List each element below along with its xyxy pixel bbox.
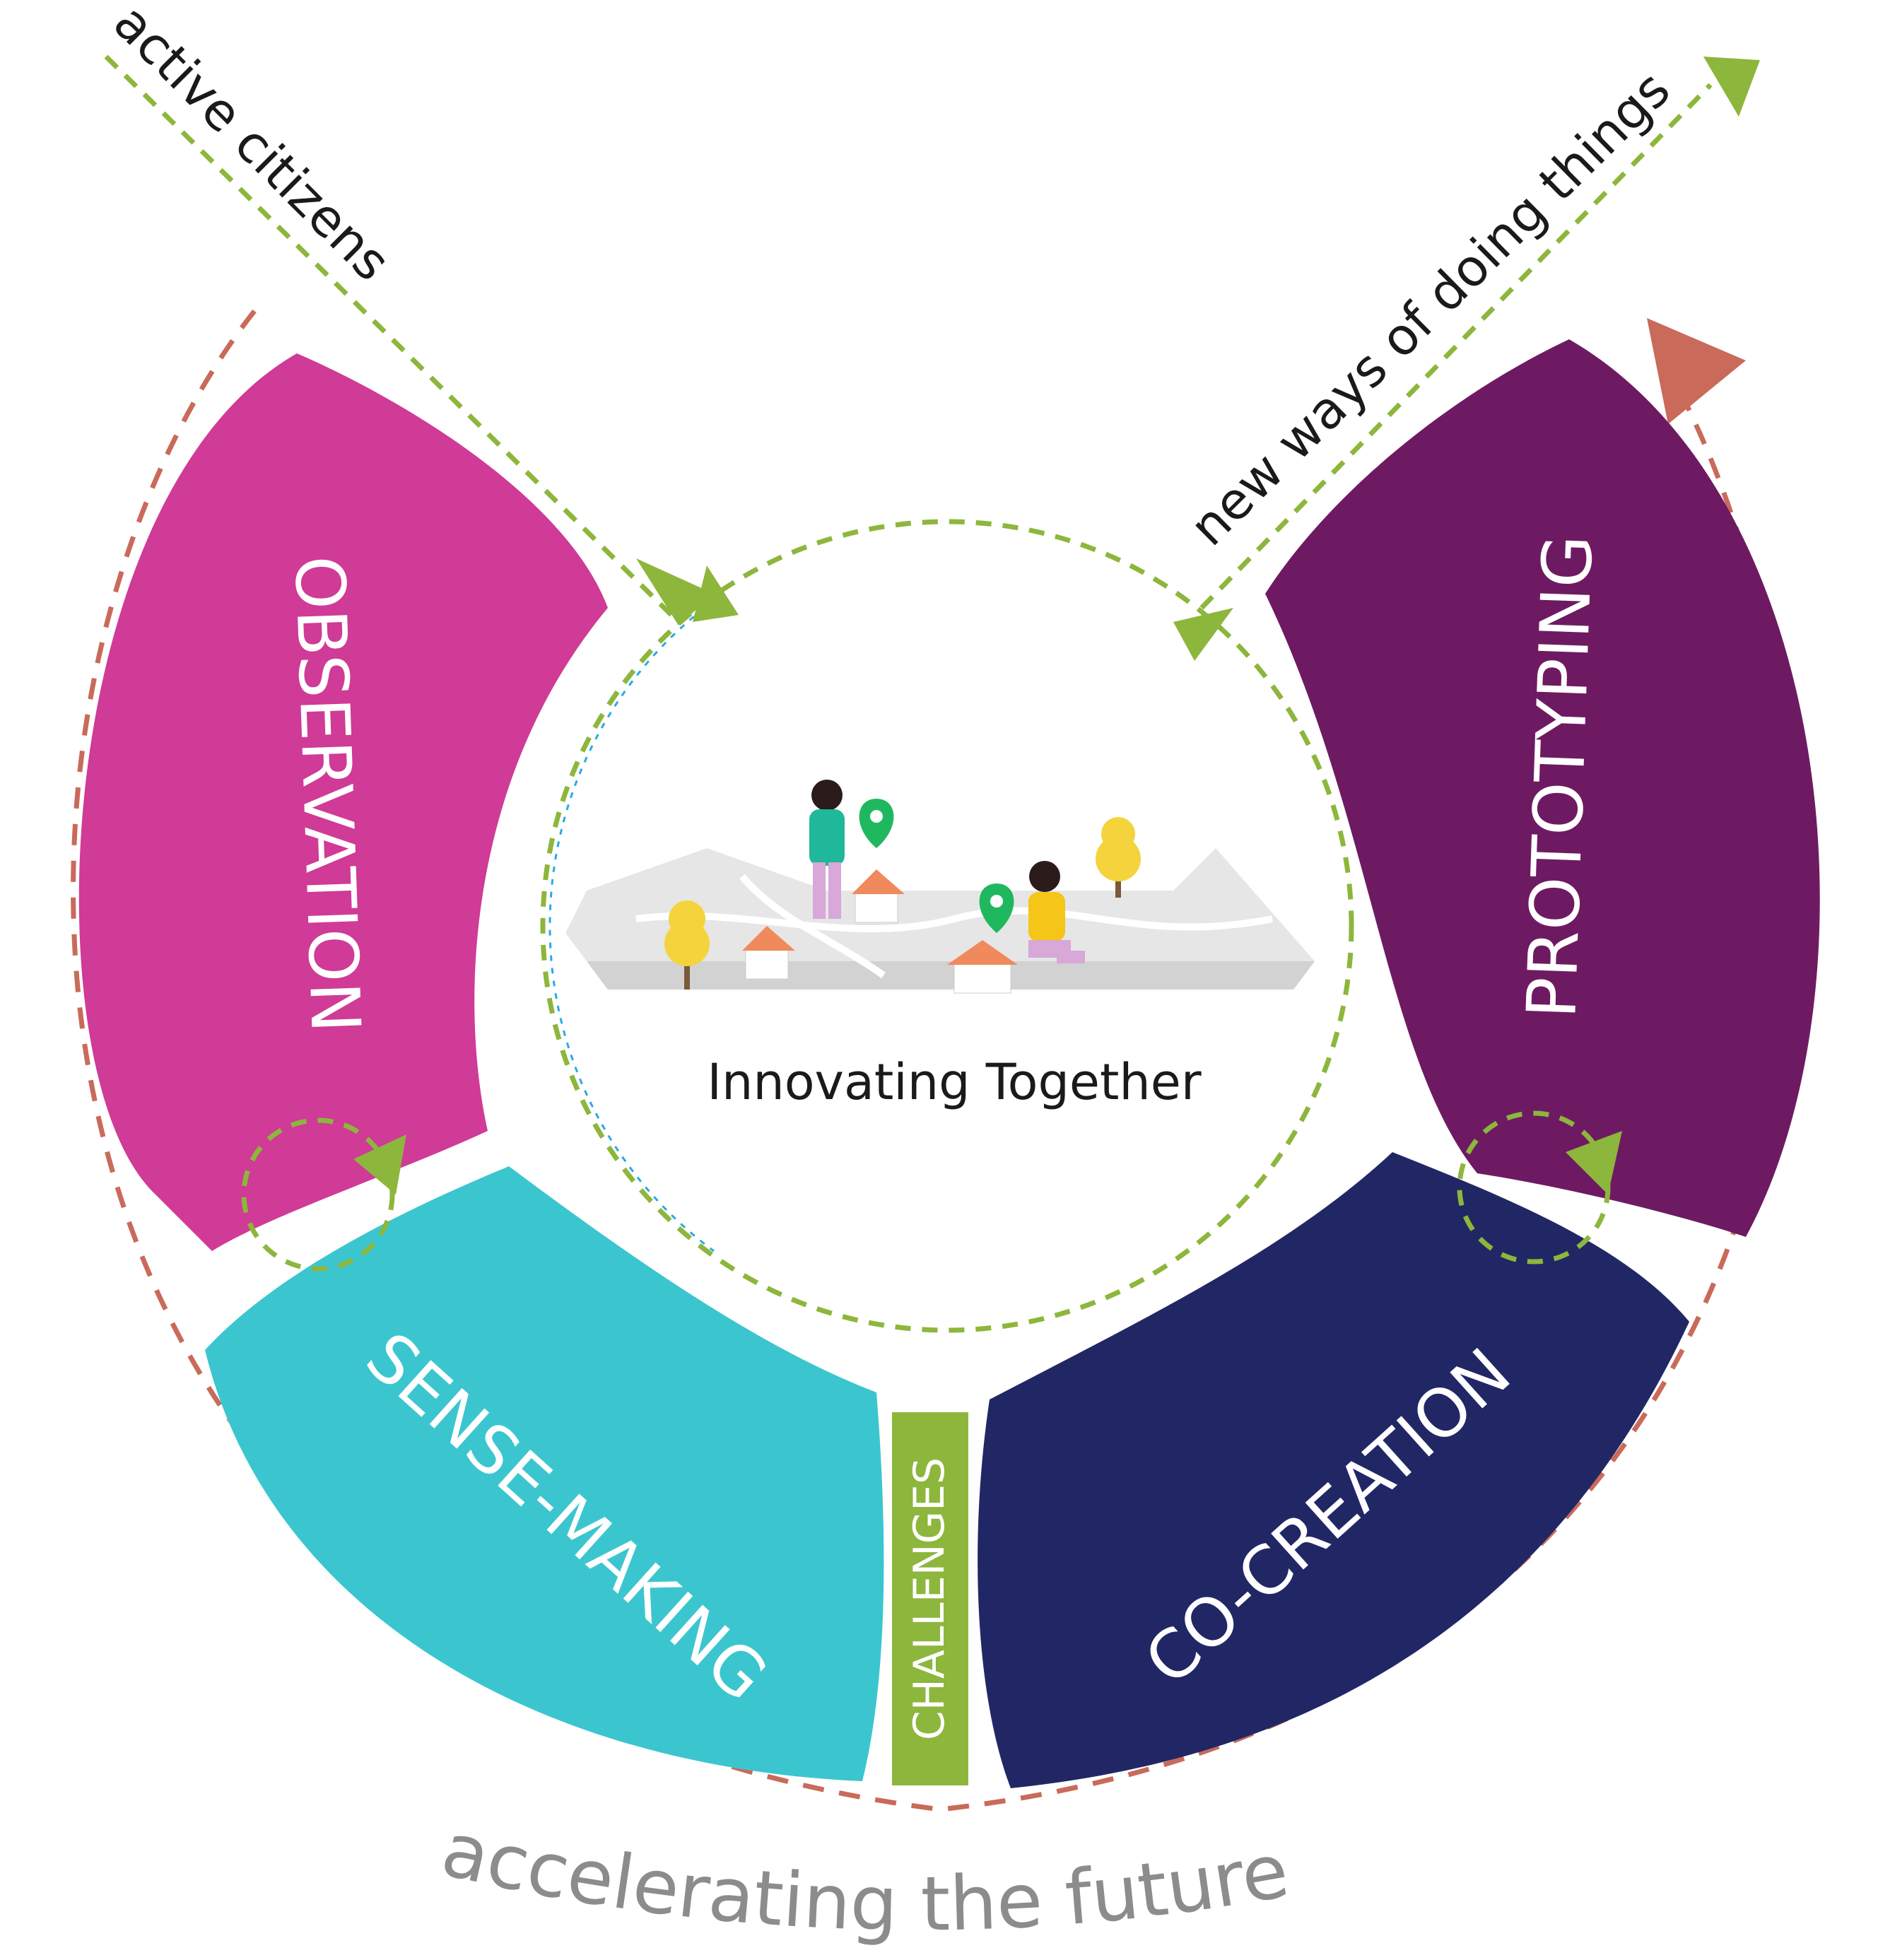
challenges-bar	[892, 1412, 968, 1785]
loop-left-arrow-icon	[353, 1134, 406, 1195]
house-icon	[947, 940, 1018, 994]
output-flow-line	[1199, 83, 1713, 610]
input-flow-label: active citizens	[102, 0, 401, 292]
center-title: Innovating Together	[707, 1053, 1202, 1111]
loop-right-arrow-icon	[1566, 1131, 1622, 1195]
co-creation-block	[978, 1152, 1689, 1788]
loop-left	[241, 1117, 395, 1272]
tree-icon	[1096, 817, 1141, 898]
center-arrow-right-icon	[1173, 608, 1233, 661]
center-arrow-left-icon	[636, 558, 714, 626]
center-blue-segment	[548, 599, 715, 1252]
house-icon	[742, 926, 795, 980]
outer-arrowhead-icon	[1647, 318, 1746, 424]
sense-making-block	[205, 1166, 884, 1781]
location-pin-icon	[859, 799, 894, 848]
outer-flow-label: accelerating the future	[435, 1806, 1295, 1948]
tree-icon	[664, 900, 710, 990]
prototyping-block	[1265, 339, 1820, 1237]
location-pin-icon	[979, 884, 1014, 933]
output-arrowhead-icon	[1703, 57, 1760, 117]
prototyping-label: PROTOTYPING	[1512, 534, 1608, 1020]
center-arrow-top-icon	[693, 565, 739, 622]
observation-label: OBSERVATION	[279, 555, 375, 1034]
observation-block	[78, 353, 608, 1251]
house-icon	[852, 869, 905, 923]
challenges-label: CHALLENGES	[905, 1457, 954, 1740]
woman-icon	[809, 780, 845, 919]
woman-icon	[1028, 861, 1085, 963]
